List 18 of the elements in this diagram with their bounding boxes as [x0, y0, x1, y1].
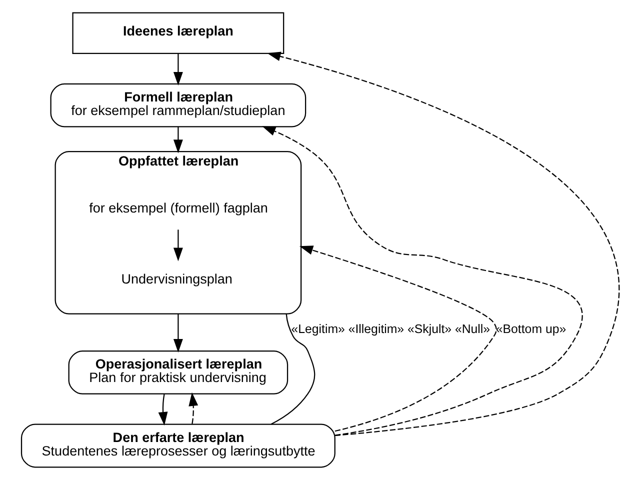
arrow — [172, 230, 182, 262]
arrow — [262, 126, 582, 436]
node-box: Ideenes læreplan — [72, 12, 284, 54]
arrow — [172, 314, 182, 353]
arrow — [158, 394, 168, 426]
edge-label: «Legitim» «Illegitim» «Skjult» «Null» — [290, 322, 490, 336]
arrow — [266, 52, 619, 436]
arrow — [298, 246, 496, 432]
node-box: Formell læreplan for eksempel rammeplan/studieplan — [50, 83, 306, 128]
node-text: for eksempel (formell) fagplan — [88, 200, 268, 216]
arrow — [188, 392, 198, 424]
arrow — [172, 54, 182, 86]
node-box: Operasjonalisert læreplan Plan for praktisk undervisning — [68, 350, 288, 394]
node-text: Undervisningsplan — [120, 272, 232, 287]
arrow — [172, 126, 182, 154]
connector — [270, 314, 315, 425]
node-box: Den erfarte læreplan Studentenes læreprosesser og læringsutbytte — [20, 424, 335, 468]
edge-label: «Bottom up» — [495, 322, 566, 336]
